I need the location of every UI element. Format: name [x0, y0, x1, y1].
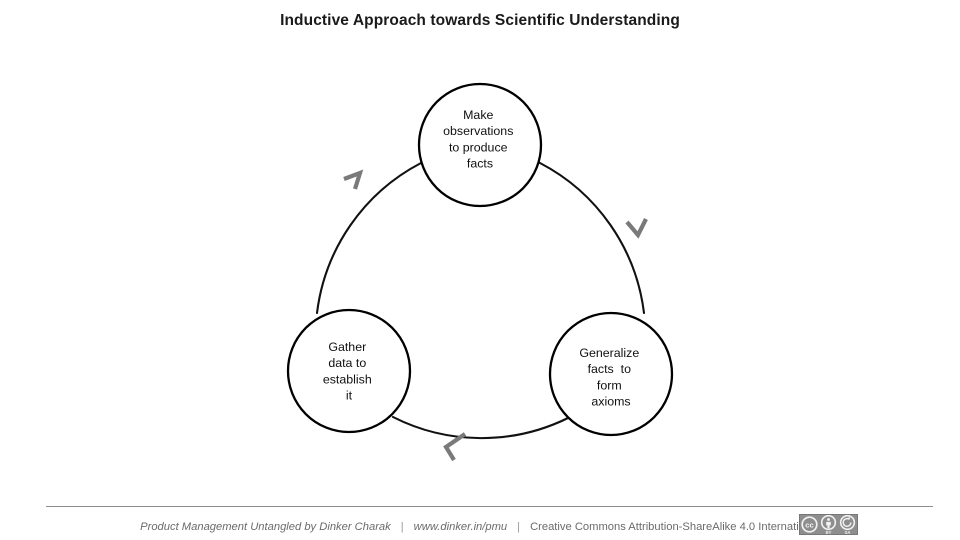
arrowhead-generalize-to-gather [443, 432, 467, 462]
node-label-generalize: Generalize facts to form axioms [579, 346, 642, 409]
footer-book-title: Product Management Untangled by Dinker C… [140, 521, 391, 533]
cycle-arrowheads [343, 169, 648, 462]
node-label-observe: Make observations to produce facts [443, 108, 517, 171]
creative-commons-badge[interactable]: cc BY SA [799, 514, 858, 535]
footer-divider [46, 506, 933, 507]
cycle-diagram: Make observations to produce facts Gener… [286, 82, 674, 462]
svg-text:cc: cc [805, 521, 814, 530]
footer-separator-2: | [517, 521, 521, 533]
node-circle-gather[interactable] [286, 308, 412, 434]
arc-gather-to-observe [315, 161, 423, 315]
node-circle-observe[interactable] [417, 82, 543, 208]
node-label-observe-line-4: facts [467, 157, 493, 171]
cc-by-person-icon: BY [820, 514, 837, 535]
cc-by-label: BY [826, 530, 832, 535]
cc-sa-sharealike-icon: SA [839, 514, 856, 535]
node-label-generalize-line-2: facts to [588, 362, 631, 376]
footer: Product Management Untangled by Dinker C… [0, 515, 960, 539]
arrowhead-gather-to-observe [343, 169, 364, 190]
node-labels: Make observations to produce facts Gener… [323, 108, 642, 409]
arrowhead-observe-to-generalize [625, 218, 648, 239]
footer-license-text: Creative Commons Attribution-ShareAlike … [530, 521, 820, 533]
node-label-observe-line-3: to produce [449, 140, 508, 154]
node-label-generalize-line-3: form [597, 378, 622, 392]
node-label-generalize-line-1: Generalize [579, 346, 639, 360]
page-title: Inductive Approach towards Scientific Un… [280, 12, 680, 29]
node-label-observe-line-1: Make [463, 108, 493, 122]
node-label-generalize-line-4: axioms [591, 395, 630, 409]
node-label-observe-line-2: observations [443, 124, 513, 138]
arc-observe-to-generalize [538, 161, 646, 315]
cc-logo-icon: cc [801, 516, 818, 533]
node-label-gather-line-3: establish [323, 372, 372, 386]
node-label-gather-line-2: data to [328, 356, 366, 370]
cycle-arcs [315, 161, 646, 440]
node-label-gather-line-4: it [346, 389, 353, 403]
cc-sa-label: SA [845, 530, 851, 535]
node-label-gather: Gather data to establish it [323, 340, 375, 403]
footer-separator-1: | [400, 521, 404, 533]
footer-url[interactable]: www.dinker.in/pmu [413, 521, 508, 533]
node-circle-generalize[interactable] [548, 311, 674, 437]
cycle-nodes [286, 82, 674, 437]
node-label-gather-line-1: Gather [328, 340, 366, 354]
arc-generalize-to-gather [391, 415, 570, 440]
